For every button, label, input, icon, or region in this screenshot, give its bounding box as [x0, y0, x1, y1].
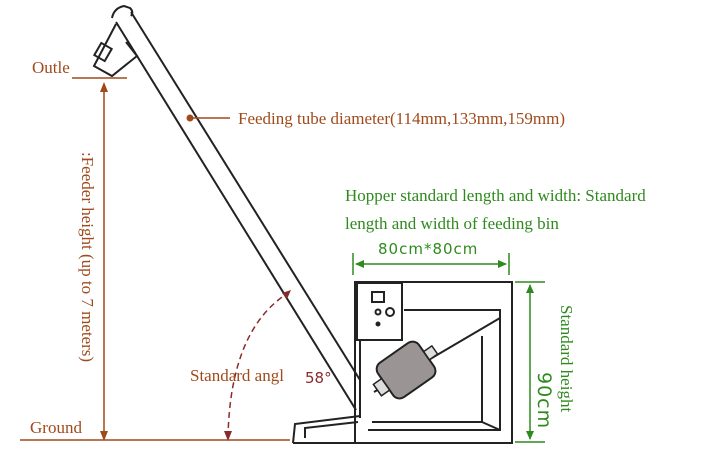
motor	[372, 340, 439, 400]
feeder-height-label: :Feeder height (up to 7 meters)	[78, 152, 97, 362]
hopper-description-line2: length and width of feeding bin	[345, 214, 559, 233]
control-box	[356, 282, 403, 341]
hopper-height-dimension	[515, 281, 545, 443]
tube-diameter-label: Feeding tube diameter(114mm,133mm,159mm)	[238, 109, 565, 128]
outlet-head	[92, 23, 139, 78]
ground-label: Ground	[30, 418, 82, 437]
angle-label: Standard angl	[190, 366, 284, 385]
hopper-size-label: 80cm*80cm	[378, 240, 478, 258]
height-value-label: 90cm	[533, 372, 555, 429]
hopper-description-line1: Hopper standard length and width: Standa…	[345, 186, 646, 205]
hopper-width-dimension	[352, 253, 510, 275]
angle-arc	[227, 292, 289, 439]
outlet-label: Outle	[32, 58, 70, 77]
angle-value: 58°	[305, 369, 332, 387]
hopper	[292, 281, 513, 444]
feeding-tube	[111, 4, 361, 411]
standard-height-label: Standard height	[557, 305, 576, 412]
